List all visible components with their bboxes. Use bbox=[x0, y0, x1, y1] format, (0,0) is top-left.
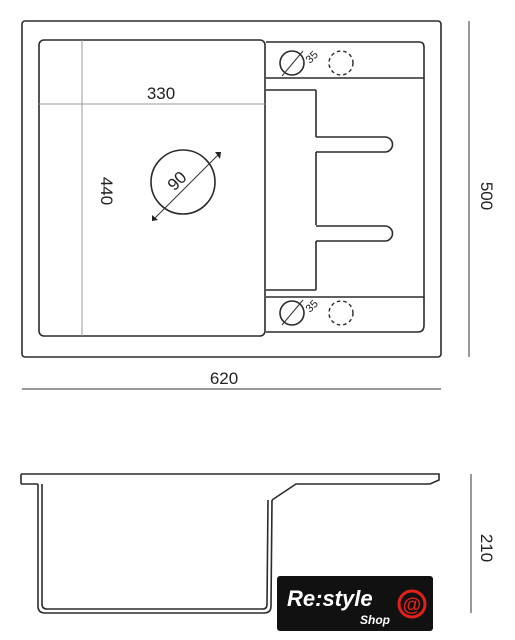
total-height-label: 210 bbox=[477, 534, 496, 562]
tap-hole-top-label: 35 bbox=[304, 49, 321, 66]
drainboard-lower-outline bbox=[266, 296, 425, 333]
side-bowl bbox=[37, 484, 273, 614]
total-width-label: 620 bbox=[210, 369, 238, 388]
logo-at-mark: @ bbox=[403, 595, 422, 616]
drain-diameter-label: 90 bbox=[164, 168, 191, 195]
optional-tap-hole bbox=[328, 300, 354, 326]
optional-tap-hole bbox=[328, 50, 354, 76]
drain-hole: 90 bbox=[150, 149, 221, 221]
top-view: 330 440 90 35 35 500 620 bbox=[21, 20, 496, 390]
tap-hole-top: 35 bbox=[279, 49, 354, 77]
drainboard-groove bbox=[316, 225, 394, 242]
bowl-outline bbox=[38, 39, 266, 337]
restyle-shop-logo[interactable]: Re:style Shop @ bbox=[277, 576, 433, 631]
side-bowl-inner bbox=[41, 484, 269, 610]
logo-sub-text: Shop bbox=[360, 613, 390, 627]
total-depth-label: 500 bbox=[477, 182, 496, 210]
side-view: 210 bbox=[20, 473, 496, 614]
bowl-height-label: 440 bbox=[97, 177, 116, 205]
drainboard-outline bbox=[266, 41, 425, 79]
sink-outline bbox=[21, 20, 442, 358]
tap-hole-bottom: 35 bbox=[279, 298, 354, 326]
logo-at-ring bbox=[397, 589, 427, 619]
logo-brand-text: Re:style bbox=[287, 586, 373, 611]
side-rim bbox=[21, 473, 440, 501]
tap-hole-bottom-label: 35 bbox=[304, 298, 321, 315]
drainboard-groove bbox=[316, 136, 394, 153]
bowl-width-label: 330 bbox=[147, 84, 175, 103]
